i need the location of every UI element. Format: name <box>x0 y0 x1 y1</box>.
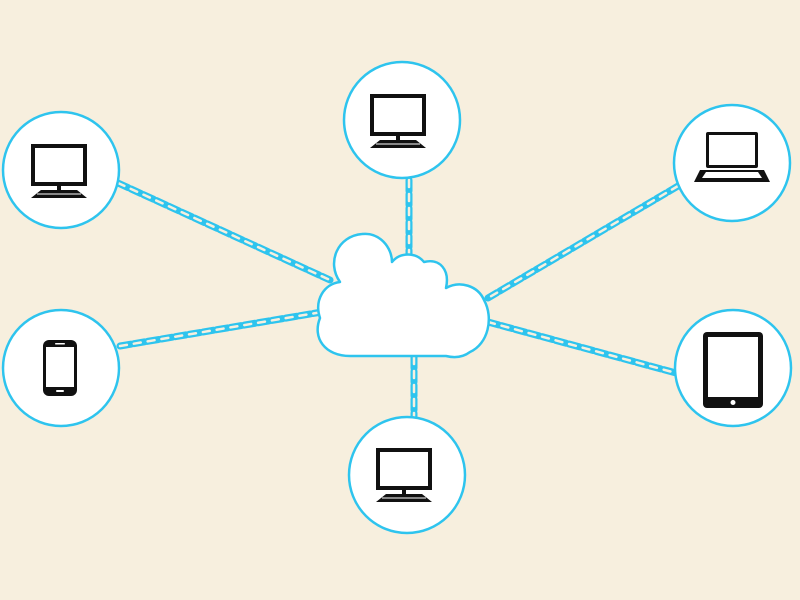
node-monitor-top-left <box>1 110 121 230</box>
monitor-icon <box>376 448 432 502</box>
connector-top-right-core <box>486 184 680 300</box>
node-monitor-top <box>342 60 462 180</box>
monitor-icon <box>31 144 87 198</box>
monitor-icon <box>370 94 426 148</box>
node-tablet-right <box>673 308 793 428</box>
connectors <box>114 176 682 420</box>
tablet-icon <box>703 332 763 408</box>
smartphone-icon <box>43 340 77 396</box>
node-monitor-bottom <box>347 415 467 535</box>
connector-left-core <box>118 310 324 348</box>
cloud-icon <box>316 232 491 359</box>
laptop-icon <box>694 132 770 182</box>
connector-top-left-core <box>116 181 332 282</box>
connector-right-core <box>486 320 678 375</box>
node-smartphone-left <box>1 308 121 428</box>
cloud-node <box>316 232 491 359</box>
node-laptop-top-right <box>672 103 792 223</box>
